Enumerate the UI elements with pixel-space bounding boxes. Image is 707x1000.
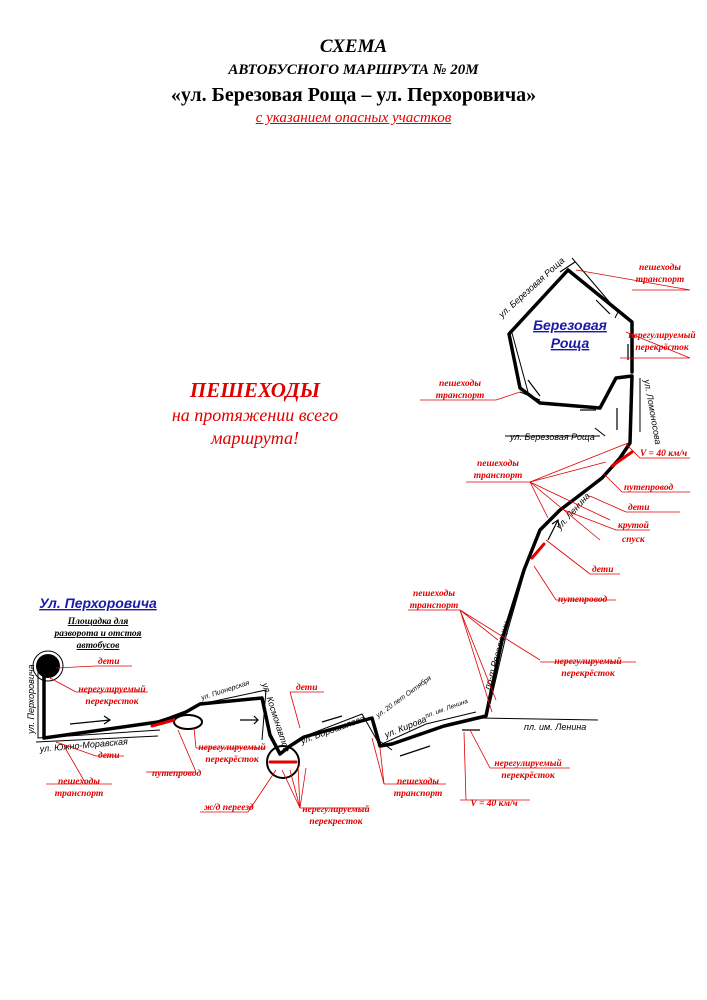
hazard-label: транспорт — [436, 391, 484, 401]
hazard-label: транспорт — [55, 789, 103, 799]
hazard-label: пешеходы — [58, 776, 100, 787]
hazard-label: спуск — [622, 535, 646, 545]
hazard-label: нерегулируемый — [494, 758, 561, 769]
east-terminal-name-2: Роща — [551, 335, 590, 351]
west-terminal-name: Ул. Перхоровича — [39, 595, 157, 611]
street-label: ул. Перхоровича — [26, 665, 36, 736]
notice-line-1: ПЕШЕХОДЫ — [189, 378, 321, 402]
east-terminal[interactable]: Березовая Роща — [533, 317, 607, 351]
terminal-circle-icon — [36, 654, 60, 678]
hazard-label: нерегулируемый — [198, 742, 265, 753]
route-path — [42, 268, 634, 756]
street-label: ул. Ломоносова — [642, 378, 663, 446]
hazard-label: нерегулируемый — [302, 804, 369, 815]
hazard-label: V = 40 км/ч — [640, 449, 687, 459]
hazard-label: перекрёсток — [501, 771, 555, 781]
hazard-label: транспорт — [410, 601, 458, 611]
hazard-label: пешеходы — [439, 378, 481, 389]
notice-line-2: на протяжении всего — [171, 405, 339, 425]
street-label: пл. им. Ленина — [424, 698, 469, 720]
hazard-label: транспорт — [636, 275, 684, 285]
west-terminal-note-3: автобусов — [77, 640, 121, 651]
title-line-3: «ул. Березовая Роща – ул. Перхоровича» — [170, 84, 537, 106]
danger-marks — [150, 450, 634, 764]
hazard-label: нерегулируемый — [78, 684, 145, 695]
title-line-4: с указанием опасных участков — [255, 110, 452, 126]
hazard-label: путепровод — [624, 482, 674, 493]
hazard-label: дети — [98, 656, 119, 667]
hazard-leaders — [46, 269, 691, 813]
street-label: ул. Кирова — [382, 714, 428, 740]
hazard-label: перекресток — [85, 697, 139, 707]
hazard-label: пешеходы — [413, 588, 455, 599]
hazard-label: дети — [628, 502, 649, 513]
hazard-label: пешеходы — [477, 458, 519, 469]
hazard-label: дети — [296, 682, 317, 693]
hazard-label: перекресток — [309, 817, 363, 827]
west-terminal-note-1: Площадка для — [67, 616, 129, 627]
hazard-label: транспорт — [394, 789, 442, 799]
direction-arrows — [69, 261, 629, 757]
hazard-label: ж/д переезд — [204, 802, 254, 813]
street-label: ул. Березовая Роща — [509, 432, 595, 442]
hazard-label: пешеходы — [639, 262, 681, 273]
roundabout-pionerskaya — [173, 714, 203, 730]
hazard-label: путепровод — [558, 594, 608, 605]
hazard-label: крутой — [618, 520, 649, 531]
roundabout-kosmonavtov — [266, 745, 300, 779]
hazard-label: транспорт — [474, 471, 522, 481]
east-terminal-name-1: Березовая — [533, 317, 607, 333]
title-line-2: АВТОБУСНОГО МАРШРУТА № 20М — [228, 62, 479, 78]
hazard-label: перекрёсток — [635, 343, 689, 353]
hazard-label: пешеходы — [397, 776, 439, 787]
hazard-label: нерегулируемый — [628, 330, 695, 341]
hazard-label: путепровод — [152, 768, 202, 779]
hazard-label: перекрёсток — [205, 755, 259, 765]
hazard-label: V = 40 км/ч — [470, 799, 517, 809]
west-terminal[interactable]: Ул. Перхоровича Площадка для разворота и… — [32, 595, 157, 682]
street-label: пл. им. Ленина — [524, 722, 586, 732]
west-terminal-note-2: разворота и отстоя — [54, 629, 142, 639]
title-line-1: СХЕМА — [319, 36, 388, 57]
hazard-label: перекрёсток — [561, 669, 615, 679]
hazard-label: дети — [592, 564, 613, 575]
hazard-label: нерегулируемый — [554, 656, 621, 667]
hazard-label: дети — [98, 750, 119, 761]
hazard-labels: пешеходы транспорт нерегулируемый перекр… — [55, 262, 696, 827]
notice-line-3: маршрута! — [210, 428, 300, 448]
